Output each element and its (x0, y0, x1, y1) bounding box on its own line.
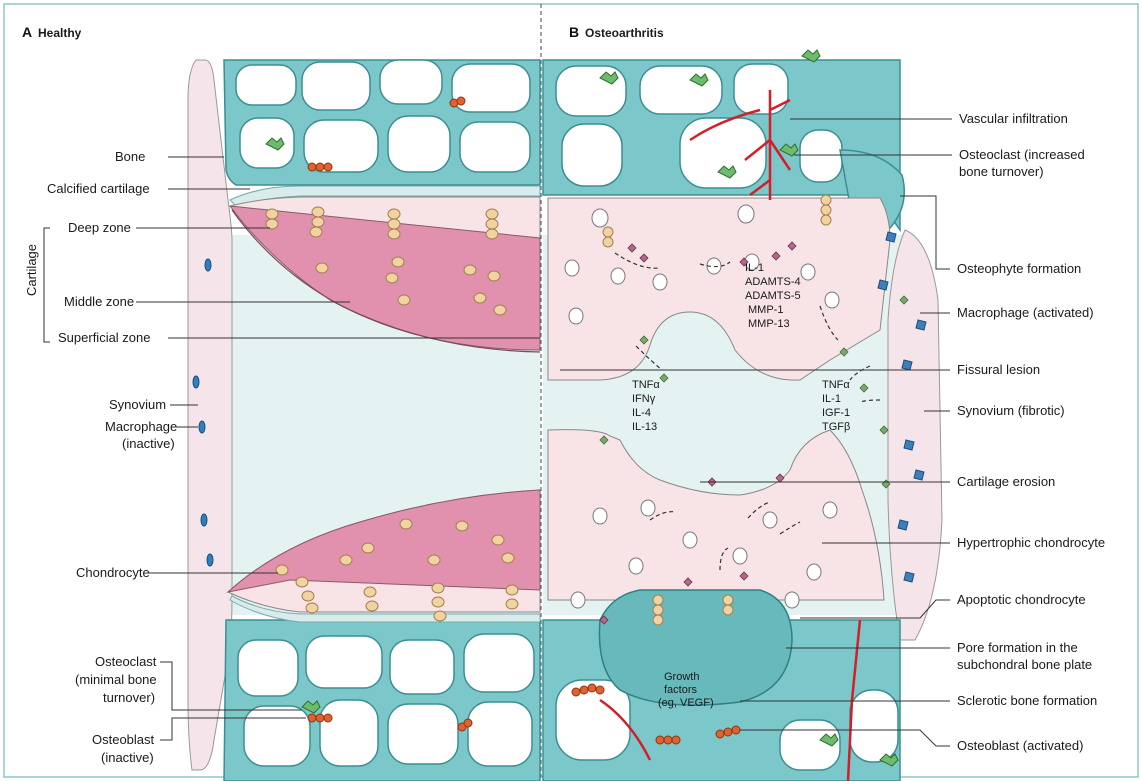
panel-b-illustration (543, 50, 942, 781)
growth-factors-line: (eg, VEGF) (658, 697, 714, 709)
label-sclerotic-bone: Sclerotic bone formation (957, 693, 1097, 708)
cytokine-item: IGF-1 (822, 407, 850, 419)
label-cartilage-group: Cartilage (24, 244, 39, 296)
enzyme-item: MMP-1 (748, 304, 783, 316)
panel-b-letter: B (569, 24, 579, 40)
cytokine-item: IL-4 (632, 407, 651, 419)
label-deep-zone: Deep zone (68, 220, 131, 235)
label-synovium-fibrotic: Synovium (fibrotic) (957, 403, 1065, 418)
label-chondrocyte: Chondrocyte (76, 565, 150, 580)
cytokine-item: TGFβ (822, 421, 850, 433)
label-osteoclast-increased-1: Osteoclast (increased (959, 147, 1085, 162)
label-middle-zone: Middle zone (64, 294, 134, 309)
label-cartilage-erosion: Cartilage erosion (957, 474, 1055, 489)
cytokine-item: IL-13 (632, 421, 657, 433)
label-osteoblast-line1: Osteoblast (92, 732, 155, 747)
enzyme-item: IL-1 (745, 262, 764, 274)
enzyme-item: ADAMTS-5 (745, 290, 801, 302)
label-pore-formation-2: subchondral bone plate (957, 657, 1092, 672)
growth-factors-line: factors (664, 684, 698, 696)
label-macrophage-line1: Macrophage (105, 419, 177, 434)
panel-a-header: A Healthy (22, 24, 82, 40)
panel-b-title: Osteoarthritis (585, 26, 664, 40)
label-osteoclast-line2: (minimal bone (75, 672, 157, 687)
label-fissural-lesion: Fissural lesion (957, 362, 1040, 377)
label-macrophage-line2: (inactive) (122, 436, 175, 451)
label-calcified-cartilage: Calcified cartilage (47, 181, 150, 196)
panel-b-header: B Osteoarthritis (569, 24, 664, 40)
label-osteophyte-formation: Osteophyte formation (957, 261, 1081, 276)
panel-a-illustration (188, 60, 540, 781)
label-osteoclast-line3: turnover) (103, 690, 155, 705)
label-synovium: Synovium (109, 397, 166, 412)
label-bone: Bone (115, 149, 145, 164)
cytokine-item: IFNγ (632, 393, 656, 405)
label-vascular-infiltration: Vascular infiltration (959, 111, 1068, 126)
label-osteoclast-line1: Osteoclast (95, 654, 157, 669)
label-osteoblast-activated: Osteoblast (activated) (957, 738, 1083, 753)
cytokine-item: TNFα (632, 379, 660, 391)
growth-factors-line: Growth (664, 671, 699, 683)
label-osteoblast-line2: (inactive) (101, 750, 154, 765)
label-pore-formation-1: Pore formation in the (957, 640, 1078, 655)
panel-a-title: Healthy (38, 26, 82, 40)
enzyme-item: ADAMTS-4 (745, 276, 801, 288)
synovium-fibrotic (888, 230, 942, 640)
enzyme-item: MMP-13 (748, 318, 790, 330)
panel-a-letter: A (22, 24, 32, 40)
label-macrophage-activated: Macrophage (activated) (957, 305, 1094, 320)
label-apoptotic-chondrocyte: Apoptotic chondrocyte (957, 592, 1086, 607)
label-osteoclast-increased-2: bone turnover) (959, 164, 1044, 179)
cytokine-item: IL-1 (822, 393, 841, 405)
label-superficial-zone: Superficial zone (58, 330, 151, 345)
label-hypertrophic-chondrocyte: Hypertrophic chondrocyte (957, 535, 1105, 550)
cytokine-item: TNFα (822, 379, 850, 391)
